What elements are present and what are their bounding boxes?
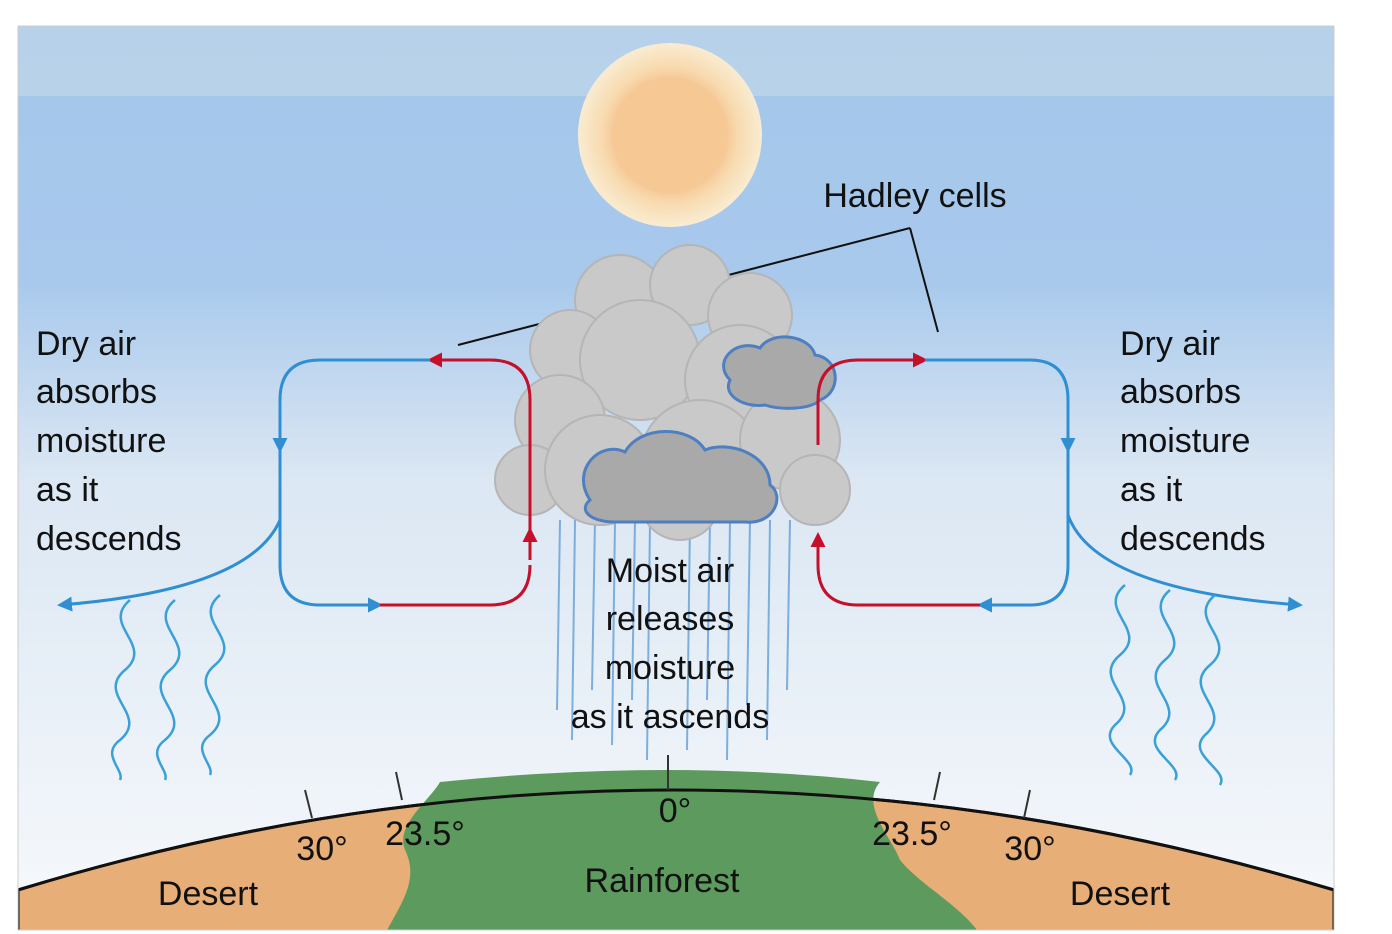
rainforest-label: Rainforest (585, 862, 741, 900)
right-hadley-cell (810, 352, 1303, 613)
svg-text:absorbs: absorbs (1120, 373, 1241, 411)
svg-text:descends: descends (36, 520, 182, 558)
earth-surface (18, 770, 1334, 930)
latitude-ticks (304, 755, 1031, 819)
svg-text:Moist air: Moist air (606, 552, 734, 590)
left-dry-air-label: Dry air absorbs moisture as it descends (36, 325, 182, 558)
storm-cloud (494, 244, 851, 541)
diagram-frame (17, 25, 1335, 931)
left-heat-waves (110, 594, 226, 781)
svg-text:moisture: moisture (36, 422, 166, 460)
left-23-5-label: 23.5° (385, 815, 465, 853)
svg-text:Dry air: Dry air (1120, 325, 1220, 363)
svg-text:moisture: moisture (1120, 422, 1250, 460)
svg-text:Dry air: Dry air (36, 325, 136, 363)
right-dry-air-label: Dry air absorbs moisture as it descends (1120, 325, 1266, 558)
moist-air-label: Moist air releases moisture as it ascend… (571, 552, 769, 736)
right-heat-waves (1108, 584, 1223, 786)
left-30-label: 30° (296, 830, 347, 868)
left-hadley-cell (57, 352, 538, 613)
svg-text:moisture: moisture (605, 649, 735, 687)
hadley-cells-label: Hadley cells (823, 177, 1006, 215)
right-23-5-label: 23.5° (872, 815, 952, 853)
svg-text:absorbs: absorbs (36, 373, 157, 411)
left-desert-label: Desert (158, 875, 259, 913)
rain-streaks (556, 519, 791, 761)
equator-0-label: 0° (659, 792, 692, 830)
svg-text:as it ascends: as it ascends (571, 698, 769, 736)
right-30-label: 30° (1004, 830, 1055, 868)
svg-text:as it: as it (1120, 471, 1183, 509)
svg-text:as it: as it (36, 471, 99, 509)
rainforest-region (387, 770, 977, 930)
svg-text:descends: descends (1120, 520, 1266, 558)
svg-text:releases: releases (606, 600, 735, 638)
right-desert-label: Desert (1070, 875, 1171, 913)
sun-icon (578, 43, 762, 227)
